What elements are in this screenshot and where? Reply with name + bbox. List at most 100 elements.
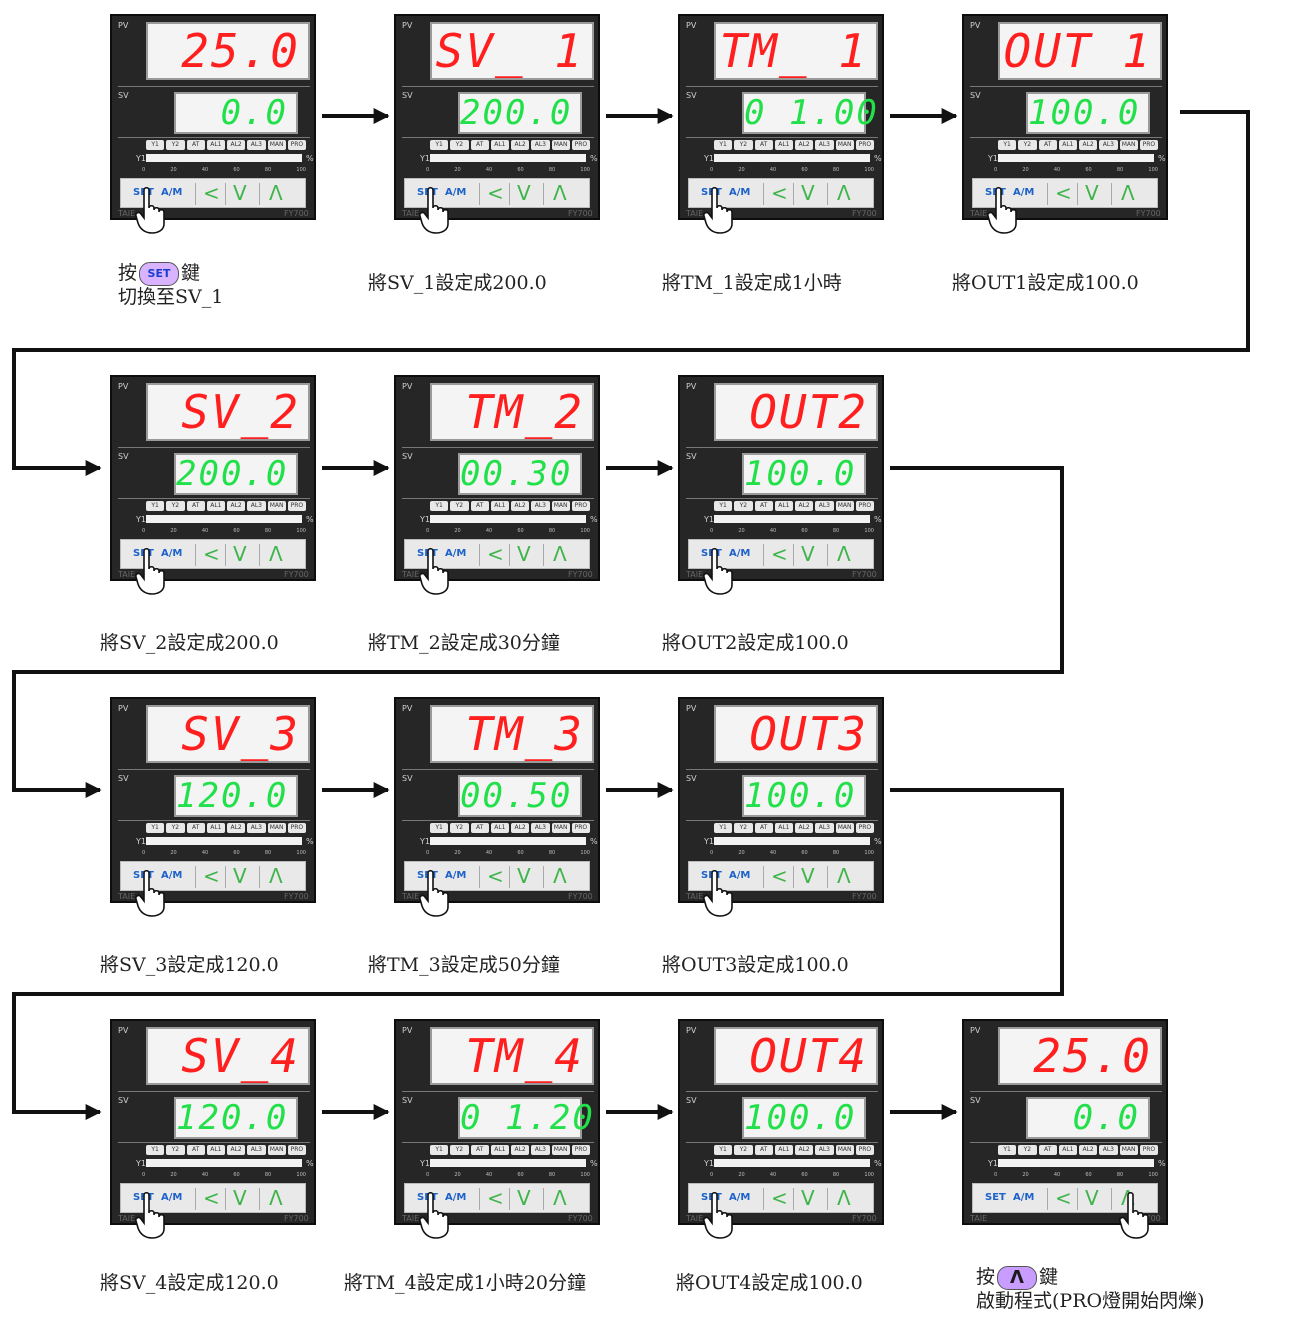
up-key[interactable]: Λ — [1121, 181, 1135, 205]
up-key[interactable]: Λ — [553, 542, 567, 566]
sv-display: 100.0 — [1026, 92, 1150, 134]
down-key[interactable]: V — [233, 864, 247, 888]
am-key[interactable]: A/M — [729, 870, 751, 881]
up-key[interactable]: Λ — [269, 181, 283, 205]
indicator-led: PRO — [1139, 140, 1158, 150]
am-key[interactable]: A/M — [445, 187, 467, 198]
am-key[interactable]: A/M — [445, 1192, 467, 1203]
up-key[interactable]: Λ — [553, 1186, 567, 1210]
bar-tick-label: 100 — [296, 1172, 306, 1178]
indicator-led: PRO — [571, 140, 590, 150]
sv-display: 100.0 — [742, 775, 866, 817]
down-key[interactable]: V — [801, 542, 815, 566]
left-key[interactable]: < — [771, 864, 788, 888]
up-key[interactable]: Λ — [553, 864, 567, 888]
down-key[interactable]: V — [233, 542, 247, 566]
up-key[interactable]: Λ — [553, 181, 567, 205]
indicator-led: MAN — [551, 140, 570, 150]
am-key[interactable]: A/M — [161, 187, 183, 198]
up-key[interactable]: Λ — [837, 181, 851, 205]
down-key[interactable]: V — [517, 1186, 531, 1210]
am-key[interactable]: A/M — [445, 870, 467, 881]
bar-tick-label: 80 — [1116, 1172, 1124, 1178]
pv-display: SV_ 1 — [430, 22, 594, 80]
am-key[interactable]: A/M — [161, 1192, 183, 1203]
down-key[interactable]: V — [233, 181, 247, 205]
indicator-led: AL2 — [795, 823, 814, 833]
up-key[interactable]: Λ — [269, 542, 283, 566]
down-key[interactable]: V — [517, 542, 531, 566]
pv-display: 25.0 — [146, 22, 310, 80]
am-key[interactable]: A/M — [729, 187, 751, 198]
down-key[interactable]: V — [517, 864, 531, 888]
divider — [402, 498, 594, 499]
output-bar-label: Y1 — [704, 837, 714, 846]
output-bar-label: Y1 — [988, 154, 998, 163]
down-key[interactable]: V — [801, 1186, 815, 1210]
am-key[interactable]: A/M — [1013, 1192, 1035, 1203]
up-key[interactable]: Λ — [837, 542, 851, 566]
bar-tick-label: 80 — [264, 167, 272, 173]
left-key[interactable]: < — [487, 864, 504, 888]
left-key[interactable]: < — [487, 181, 504, 205]
am-key[interactable]: A/M — [729, 1192, 751, 1203]
left-key[interactable]: < — [487, 1186, 504, 1210]
percent-label: % — [590, 154, 598, 163]
key-divider — [827, 544, 828, 566]
left-key[interactable]: < — [771, 181, 788, 205]
indicator-led: MAN — [551, 1145, 570, 1155]
key-divider — [195, 866, 196, 888]
am-key[interactable]: A/M — [1013, 187, 1035, 198]
brand-label: TAIE — [402, 1214, 420, 1223]
bar-tick-label: 80 — [264, 850, 272, 856]
up-key[interactable]: Λ — [837, 864, 851, 888]
indicator-led: AL1 — [206, 501, 225, 511]
divider — [118, 1142, 310, 1143]
indicator-led: AL3 — [531, 140, 550, 150]
up-key[interactable]: Λ — [269, 1186, 283, 1210]
down-key[interactable]: V — [1085, 1186, 1099, 1210]
pv-label: PV — [402, 1026, 413, 1035]
up-key[interactable]: Λ — [269, 864, 283, 888]
key-divider — [763, 866, 764, 888]
am-key[interactable]: A/M — [161, 548, 183, 559]
indicator-led: Y1 — [430, 1145, 449, 1155]
left-key[interactable]: < — [1055, 1186, 1072, 1210]
left-key[interactable]: < — [203, 181, 220, 205]
set-key[interactable]: SET — [985, 1192, 1006, 1203]
left-key[interactable]: < — [203, 542, 220, 566]
divider — [402, 769, 594, 770]
am-key[interactable]: A/M — [161, 870, 183, 881]
down-key[interactable]: V — [801, 864, 815, 888]
down-key[interactable]: V — [1085, 181, 1099, 205]
up-key[interactable]: Λ — [837, 1186, 851, 1210]
caption-suffix: 鍵 — [1039, 1266, 1059, 1288]
output-bar-label: Y1 — [136, 837, 146, 846]
pv-display: TM_3 — [430, 705, 594, 763]
left-key[interactable]: < — [771, 542, 788, 566]
left-key[interactable]: < — [203, 864, 220, 888]
left-key[interactable]: < — [487, 542, 504, 566]
indicator-led: Y2 — [734, 1145, 753, 1155]
sv-display: 00.50 — [458, 775, 582, 817]
bar-tick-label: 60 — [517, 528, 524, 534]
down-key[interactable]: V — [517, 181, 531, 205]
indicator-led: AT — [754, 140, 773, 150]
brand-label: TAIE — [118, 209, 136, 218]
am-key[interactable]: A/M — [445, 548, 467, 559]
key-divider — [763, 183, 764, 205]
output-bar-label: Y1 — [704, 1159, 714, 1168]
indicator-led: PRO — [287, 823, 306, 833]
down-key[interactable]: V — [233, 1186, 247, 1210]
brand-label: TAIE — [686, 892, 704, 901]
left-key[interactable]: < — [203, 1186, 220, 1210]
left-key[interactable]: < — [1055, 181, 1072, 205]
am-key[interactable]: A/M — [729, 548, 751, 559]
left-key[interactable]: < — [771, 1186, 788, 1210]
down-key[interactable]: V — [801, 181, 815, 205]
